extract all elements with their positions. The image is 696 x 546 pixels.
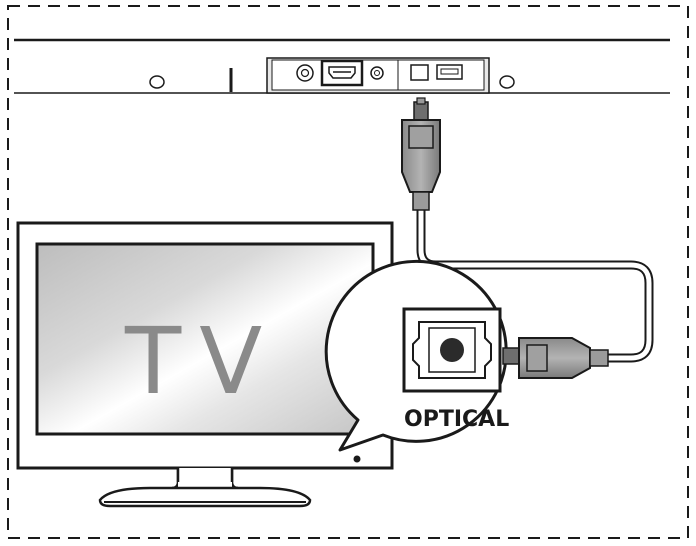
tv-stand-base — [98, 486, 312, 508]
optical-plug-icon — [401, 97, 441, 211]
soundbar-foot-right — [499, 75, 515, 89]
tv-power-led — [353, 455, 361, 463]
aux-port-icon — [296, 64, 314, 82]
usb-port-icon — [436, 64, 463, 80]
round-jack-icon — [370, 66, 384, 80]
dashed-frame — [7, 5, 689, 539]
optical-callout: OPTICAL — [324, 259, 509, 452]
optical-port-label: OPTICAL — [404, 407, 509, 432]
tv-label: TV — [124, 308, 280, 415]
soundbar-port-panel — [266, 57, 490, 94]
optical-port-icon — [410, 64, 429, 81]
hdmi-port-icon — [320, 59, 364, 87]
soundbar-foot-left — [149, 75, 165, 89]
soundbar — [14, 38, 670, 94]
tv-optical-port-icon — [402, 307, 502, 393]
side-optical-plug-icon — [502, 337, 609, 379]
